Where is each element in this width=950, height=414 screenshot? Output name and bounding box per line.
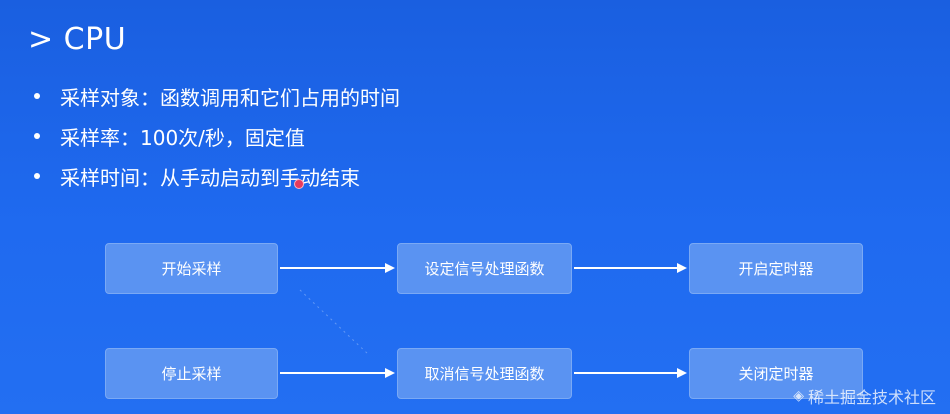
watermark-text: 稀土掘金技术社区	[807, 388, 936, 407]
bullet-dot-icon	[34, 133, 40, 139]
slide-title: > CPU	[28, 22, 127, 57]
bullet-text: 采样时间：从手动启动到手动结束	[60, 165, 360, 190]
bullet-list: 采样对象：函数调用和它们占用的时间 采样率：100次/秒，固定值 采样时间：从手…	[30, 76, 400, 196]
node-cancel-signal-handler: 取消信号处理函数	[397, 348, 572, 399]
node-stop-timer: 关闭定时器	[689, 348, 863, 399]
faint-diagonal-trace	[299, 289, 369, 355]
bullet-text: 采样率：100次/秒，固定值	[60, 125, 305, 150]
node-start-sampling: 开始采样	[105, 243, 278, 294]
bullet-item: 采样率：100次/秒，固定值	[30, 116, 400, 156]
node-stop-sampling: 停止采样	[105, 348, 278, 399]
juejin-logo-icon: ◈	[793, 388, 804, 404]
node-set-signal-handler: 设定信号处理函数	[397, 243, 572, 294]
bullet-item: 采样对象：函数调用和它们占用的时间	[30, 76, 400, 116]
bullet-item: 采样时间：从手动启动到手动结束	[30, 156, 400, 196]
bullet-dot-icon	[34, 93, 40, 99]
bullet-text: 采样对象：函数调用和它们占用的时间	[60, 85, 400, 110]
watermark: ◈ 稀土掘金技术社区	[793, 384, 936, 408]
node-start-timer: 开启定时器	[689, 243, 863, 294]
bullet-dot-icon	[34, 173, 40, 179]
pointer-cursor-icon	[294, 179, 304, 189]
